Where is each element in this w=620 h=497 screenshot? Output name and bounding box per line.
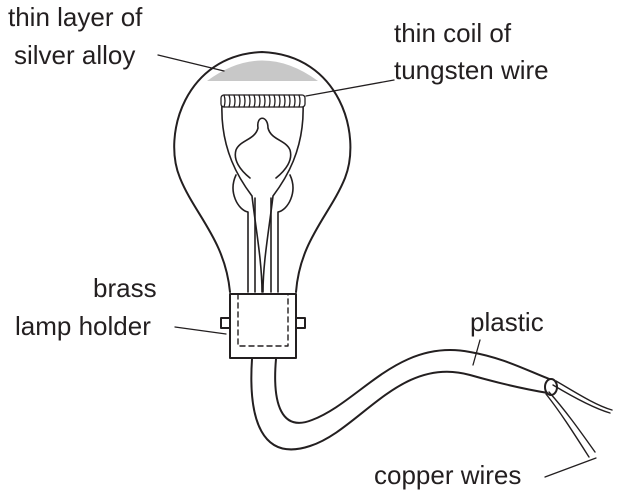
label-copper: copper wires	[374, 460, 522, 490]
silver-layer	[207, 60, 318, 81]
lamp-holder	[220, 293, 306, 359]
glass-bulb	[173, 51, 352, 293]
filament-support	[221, 102, 304, 293]
label-holder-line1: brass	[93, 273, 157, 303]
copper-wires	[545, 380, 613, 458]
tungsten-coil	[220, 94, 306, 108]
label-holder-line2: lamp holder	[15, 311, 151, 341]
label-coil-line1: thin coil of	[394, 18, 512, 48]
leader-lines	[157, 54, 597, 478]
label-plastic: plastic	[470, 307, 544, 337]
label-silver-line1: thin layer of	[8, 2, 143, 32]
label-coil-line2: tungsten wire	[394, 55, 549, 85]
plastic-cable	[250, 349, 558, 451]
label-silver-line2: silver alloy	[14, 40, 136, 70]
